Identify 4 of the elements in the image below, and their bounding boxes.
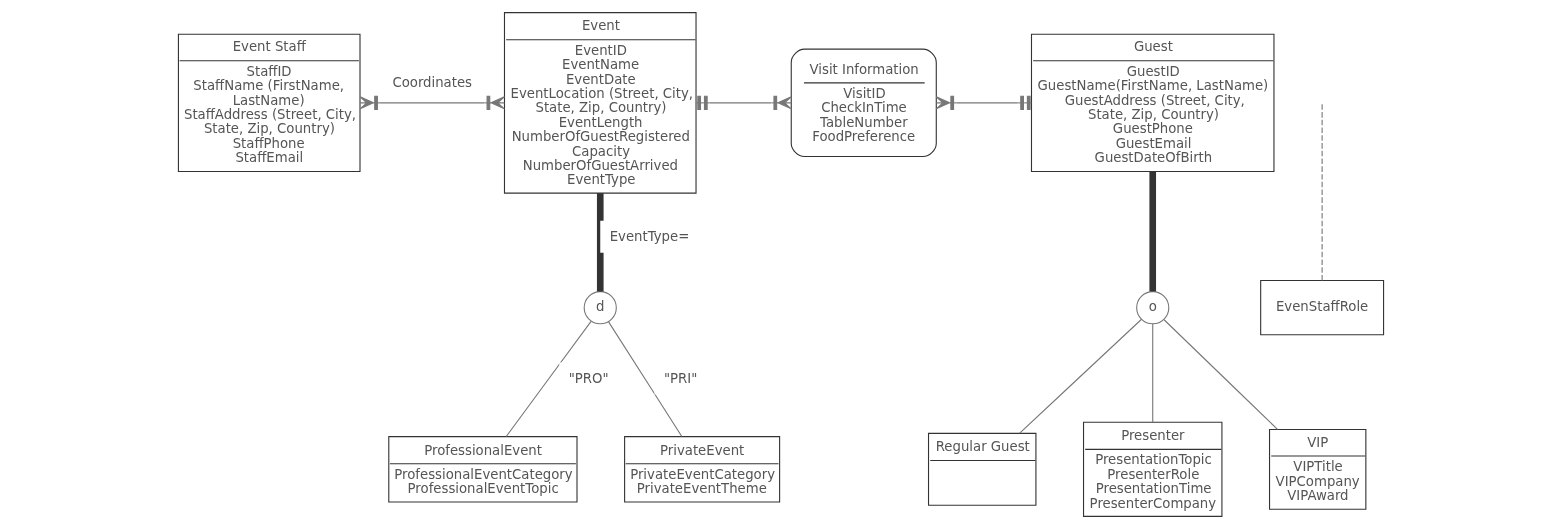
edge-label: "PRI" bbox=[663, 370, 698, 386]
edge-label: "PRO" bbox=[568, 370, 609, 386]
edge-label: EventType= bbox=[609, 228, 690, 244]
edge-label: Coordinates bbox=[392, 75, 473, 91]
